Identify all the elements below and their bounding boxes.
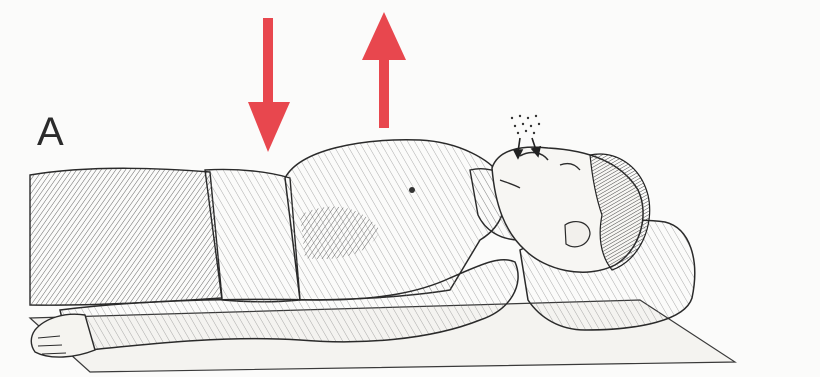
legs	[30, 168, 222, 305]
arrow-down-icon	[248, 18, 290, 152]
figure-label: A	[37, 112, 64, 152]
arrow-up-icon	[362, 12, 406, 128]
nipple	[409, 187, 415, 193]
breath-particles	[511, 115, 540, 134]
